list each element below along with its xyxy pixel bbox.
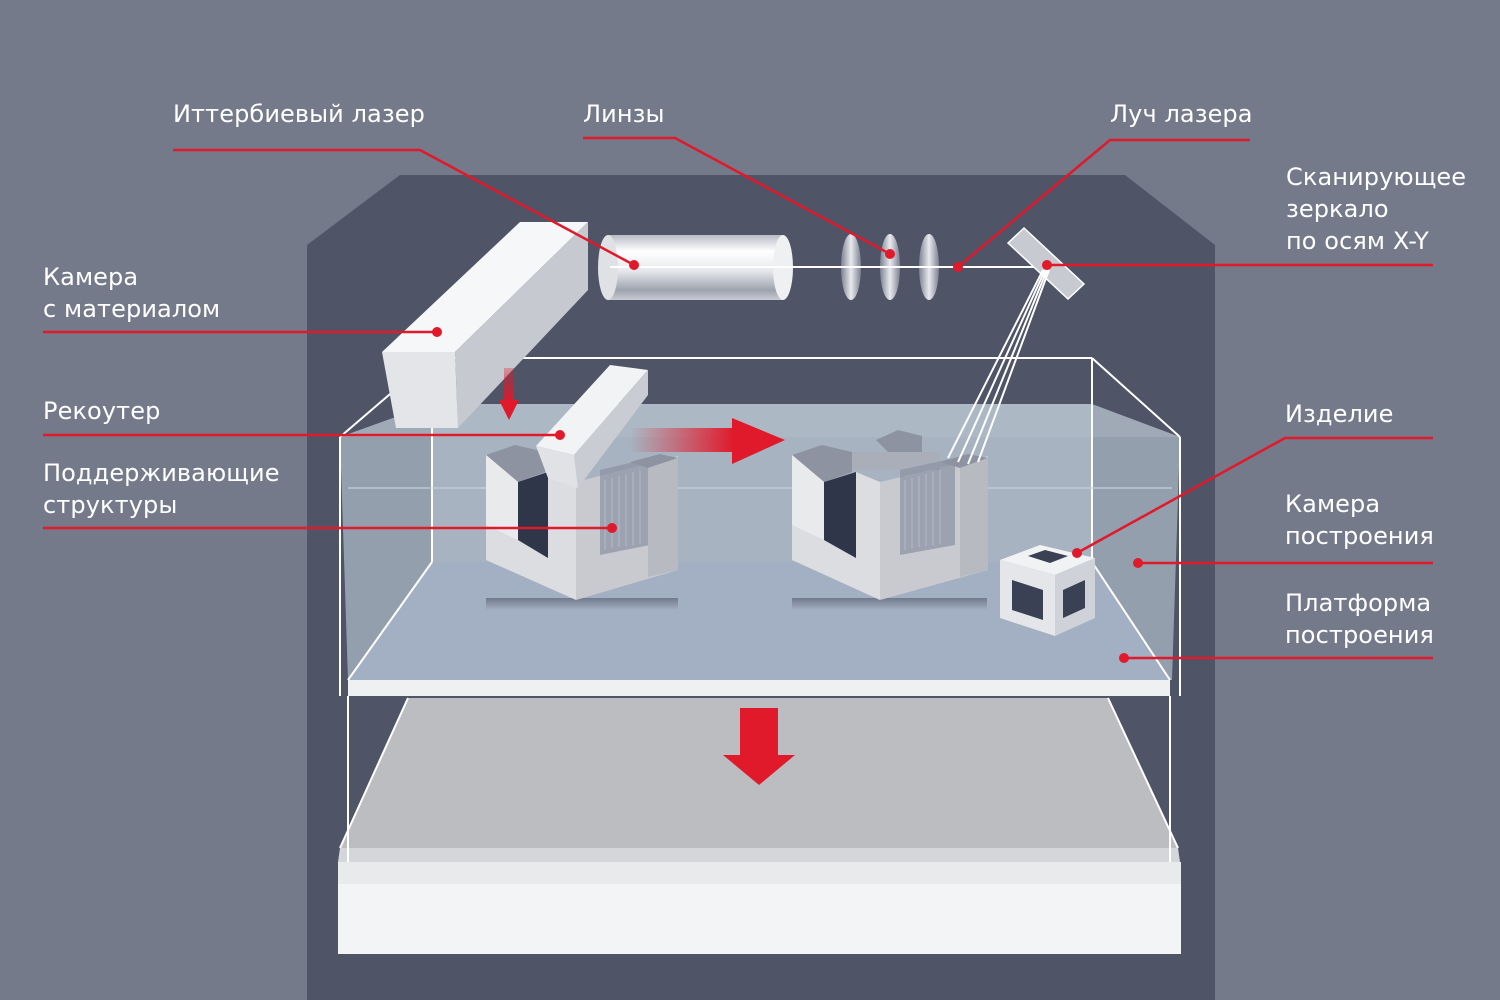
- label-ytterbium-laser: Иттербиевый лазер: [173, 100, 425, 128]
- label-laser-beam: Луч лазера: [1110, 100, 1253, 128]
- label-scanning-mirror-line3: по осям X-Y: [1286, 227, 1429, 255]
- label-scanning-mirror-line1: Сканирующее: [1286, 163, 1467, 191]
- lower-chamber: [338, 696, 1181, 954]
- callout-dots: [432, 249, 1143, 663]
- label-product: Изделие: [1285, 400, 1394, 428]
- label-recoater: Рекоутер: [43, 397, 161, 425]
- label-build-platform-line2: построения: [1285, 621, 1434, 649]
- label-material-chamber-line1: Камера: [43, 263, 139, 291]
- label-build-chamber: Камера построения: [1285, 488, 1434, 552]
- label-scanning-mirror-line2: зеркало: [1286, 195, 1389, 223]
- callout-product: [1076, 436, 1433, 555]
- label-scanning-mirror: Сканирующее зеркало по осям X-Y: [1286, 161, 1466, 257]
- label-material-chamber: Камера с материалом: [43, 261, 220, 325]
- label-support-structures-line1: Поддерживающие: [43, 459, 280, 487]
- label-build-platform-line1: Платформа: [1285, 589, 1432, 617]
- product-cube: [1000, 545, 1095, 636]
- callout-lenses: [583, 136, 891, 256]
- label-build-platform: Платформа построения: [1285, 587, 1434, 651]
- label-build-chamber-line1: Камера: [1285, 490, 1381, 518]
- right-part: [792, 430, 988, 610]
- label-lenses: Линзы: [583, 100, 665, 128]
- callout-laser: [173, 148, 635, 267]
- label-support-structures-line2: структуры: [43, 491, 178, 519]
- callouts: [43, 136, 1433, 660]
- scanned-beams: [947, 269, 1050, 465]
- left-part: [486, 445, 678, 610]
- material-feed-arrow: [499, 368, 519, 420]
- recoater-direction-arrow: [630, 418, 785, 464]
- build-platform-surface: [348, 562, 1170, 680]
- platform-down-arrow: [723, 708, 795, 785]
- label-material-chamber-line2: с материалом: [43, 295, 221, 323]
- label-support-structures: Поддерживающие структуры: [43, 457, 280, 521]
- callout-beam: [957, 138, 1250, 268]
- material-chamber: [382, 222, 588, 428]
- label-build-chamber-line2: построения: [1285, 522, 1434, 550]
